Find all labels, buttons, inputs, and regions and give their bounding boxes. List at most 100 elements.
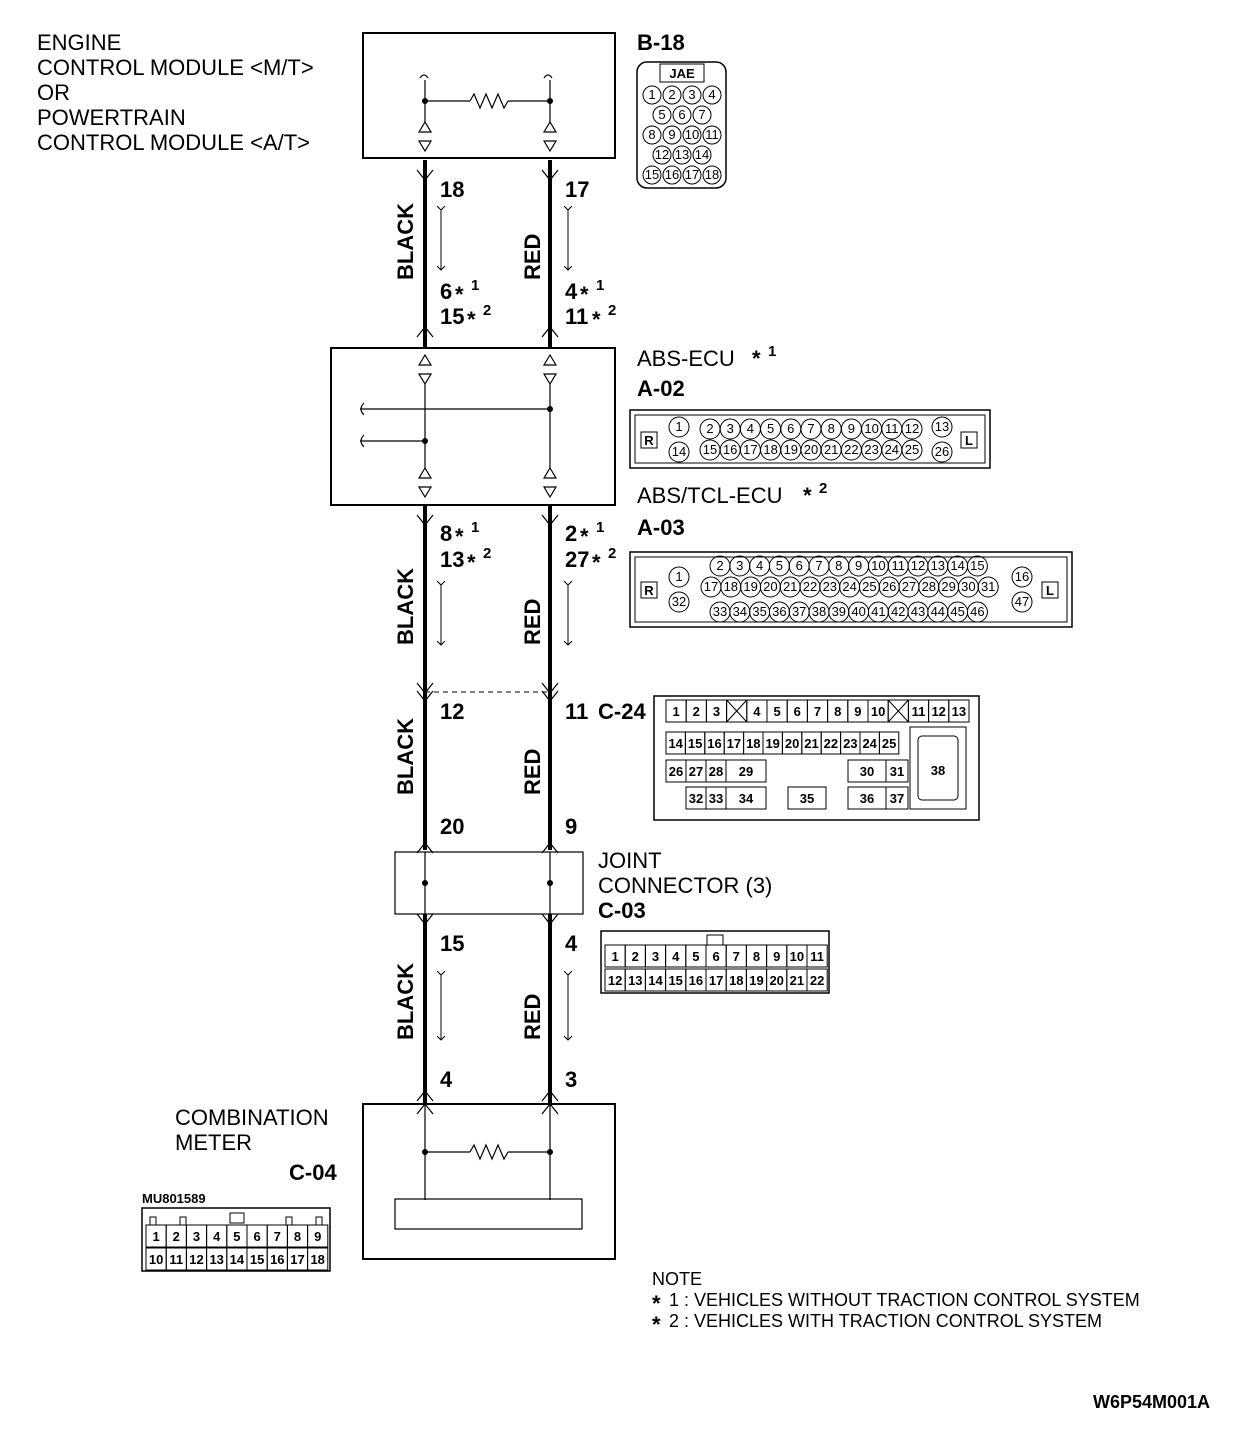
wire-color-black: BLACK bbox=[393, 963, 418, 1040]
pin-label: 19 bbox=[765, 736, 779, 751]
pin-circle bbox=[682, 165, 702, 185]
abs-tcl-ecu-title: ABS/TCL-ECU bbox=[637, 483, 782, 508]
pin-label: 21 bbox=[783, 579, 797, 594]
star-mark: * bbox=[592, 307, 601, 332]
pin-label: 34 bbox=[733, 604, 747, 619]
pin-label: 42 bbox=[891, 604, 905, 619]
pin-label: 32 bbox=[672, 594, 686, 609]
pin-circle bbox=[931, 441, 953, 463]
star-mark: * bbox=[752, 346, 761, 371]
pin-label: 9 bbox=[773, 949, 780, 964]
pin-cell bbox=[307, 1247, 329, 1271]
pin-label: 9 bbox=[855, 558, 862, 573]
pin-label: 23 bbox=[843, 736, 857, 751]
pin-circle bbox=[662, 165, 682, 185]
star-mark: * bbox=[652, 1291, 661, 1316]
pin-label: 9 bbox=[848, 421, 855, 436]
pin-label: 44 bbox=[931, 604, 945, 619]
wire-segment-3: 15 4 BLACK RED 4 3 bbox=[393, 913, 578, 1105]
star-ref: 1 bbox=[596, 519, 604, 536]
ecm-title-line: CONTROL MODULE <A/T> bbox=[37, 130, 310, 155]
pin-label: 8 bbox=[828, 421, 835, 436]
pin-label: 3 bbox=[688, 87, 695, 102]
pin-label: 8 bbox=[648, 127, 655, 142]
pin-label: 16 bbox=[723, 442, 737, 457]
pin-circle bbox=[642, 165, 662, 185]
connector-id: C-24 bbox=[598, 699, 646, 724]
pin-label: 6 bbox=[787, 421, 794, 436]
side-marker: R bbox=[644, 583, 654, 598]
star-ref: 1 bbox=[596, 277, 604, 294]
wire-color-red: RED bbox=[520, 994, 545, 1040]
pin-number: 15 bbox=[440, 931, 464, 956]
side-marker: L bbox=[1046, 583, 1054, 598]
pin-number: 12 bbox=[440, 699, 464, 724]
pin-label: 25 bbox=[905, 442, 919, 457]
pin-label: 1 bbox=[611, 949, 618, 964]
pin-label: 33 bbox=[713, 604, 727, 619]
pin-label: 17 bbox=[727, 736, 741, 751]
pin-label: 29 bbox=[739, 764, 753, 779]
pin-label: 12 bbox=[905, 421, 919, 436]
pin-label: 13 bbox=[209, 1252, 223, 1267]
pin-label: 18 bbox=[763, 442, 777, 457]
pin-label: 12 bbox=[931, 704, 945, 719]
wire-color-black: BLACK bbox=[393, 203, 418, 280]
pin-label: 11 bbox=[169, 1252, 183, 1267]
pin-label: 15 bbox=[250, 1252, 264, 1267]
pin-circle bbox=[901, 439, 923, 461]
pin-label: 3 bbox=[652, 949, 659, 964]
pin-circle bbox=[668, 441, 690, 463]
pin-circle bbox=[692, 105, 712, 125]
pin-label: 24 bbox=[862, 736, 877, 751]
pin-label: 38 bbox=[812, 604, 826, 619]
pin-label: 46 bbox=[970, 604, 984, 619]
pin-circle bbox=[642, 85, 662, 105]
pin-circle bbox=[702, 165, 722, 185]
pin-label: 35 bbox=[800, 791, 814, 806]
pin-circle bbox=[702, 125, 722, 145]
pin-label: 18 bbox=[310, 1252, 324, 1267]
pin-label: 18 bbox=[724, 579, 738, 594]
pin-label: 6 bbox=[253, 1229, 260, 1244]
pin-label: 2 bbox=[173, 1229, 180, 1244]
pin-label: 13 bbox=[675, 147, 689, 162]
pin-label: 18 bbox=[746, 736, 760, 751]
connector-id: B-18 bbox=[637, 30, 685, 55]
pin-label: 21 bbox=[804, 736, 818, 751]
pin-label: 5 bbox=[773, 704, 780, 719]
pin-label: 10 bbox=[871, 704, 885, 719]
pin-number: 17 bbox=[565, 177, 589, 202]
pin-label: 15 bbox=[703, 442, 717, 457]
star-ref: 2 bbox=[483, 545, 491, 562]
pin-label: 23 bbox=[864, 442, 878, 457]
pin-circle bbox=[662, 85, 682, 105]
pin-label: 22 bbox=[844, 442, 858, 457]
note-line: 2 : VEHICLES WITH TRACTION CONTROL SYSTE… bbox=[669, 1311, 1102, 1331]
pin-label: 17 bbox=[704, 579, 718, 594]
part-number: MU801589 bbox=[142, 1191, 206, 1206]
pin-label: 13 bbox=[931, 558, 945, 573]
note-block: NOTE * 1 : VEHICLES WITHOUT TRACTION CON… bbox=[652, 1269, 1140, 1337]
pin-label: 9 bbox=[668, 127, 675, 142]
pin-circle bbox=[931, 416, 953, 438]
star-mark: * bbox=[467, 550, 476, 575]
pin-label: 14 bbox=[695, 147, 709, 162]
star-ref: 2 bbox=[608, 302, 616, 319]
pin-label: 8 bbox=[753, 949, 760, 964]
pin-label: 1 bbox=[672, 704, 679, 719]
pin-circle bbox=[966, 555, 988, 577]
pin-label: 26 bbox=[935, 444, 949, 459]
pin-label: 38 bbox=[931, 763, 945, 778]
pin-label: 17 bbox=[290, 1252, 304, 1267]
star-ref: 2 bbox=[483, 302, 491, 319]
connector-id: A-03 bbox=[637, 515, 685, 540]
wire-color-black: BLACK bbox=[393, 568, 418, 645]
pin-label: 17 bbox=[709, 973, 723, 988]
pin-label: 7 bbox=[733, 949, 740, 964]
pin-label: 13 bbox=[935, 419, 949, 434]
pin-label: 7 bbox=[814, 704, 821, 719]
pin-circle bbox=[668, 566, 690, 588]
pin-label: 31 bbox=[981, 579, 995, 594]
